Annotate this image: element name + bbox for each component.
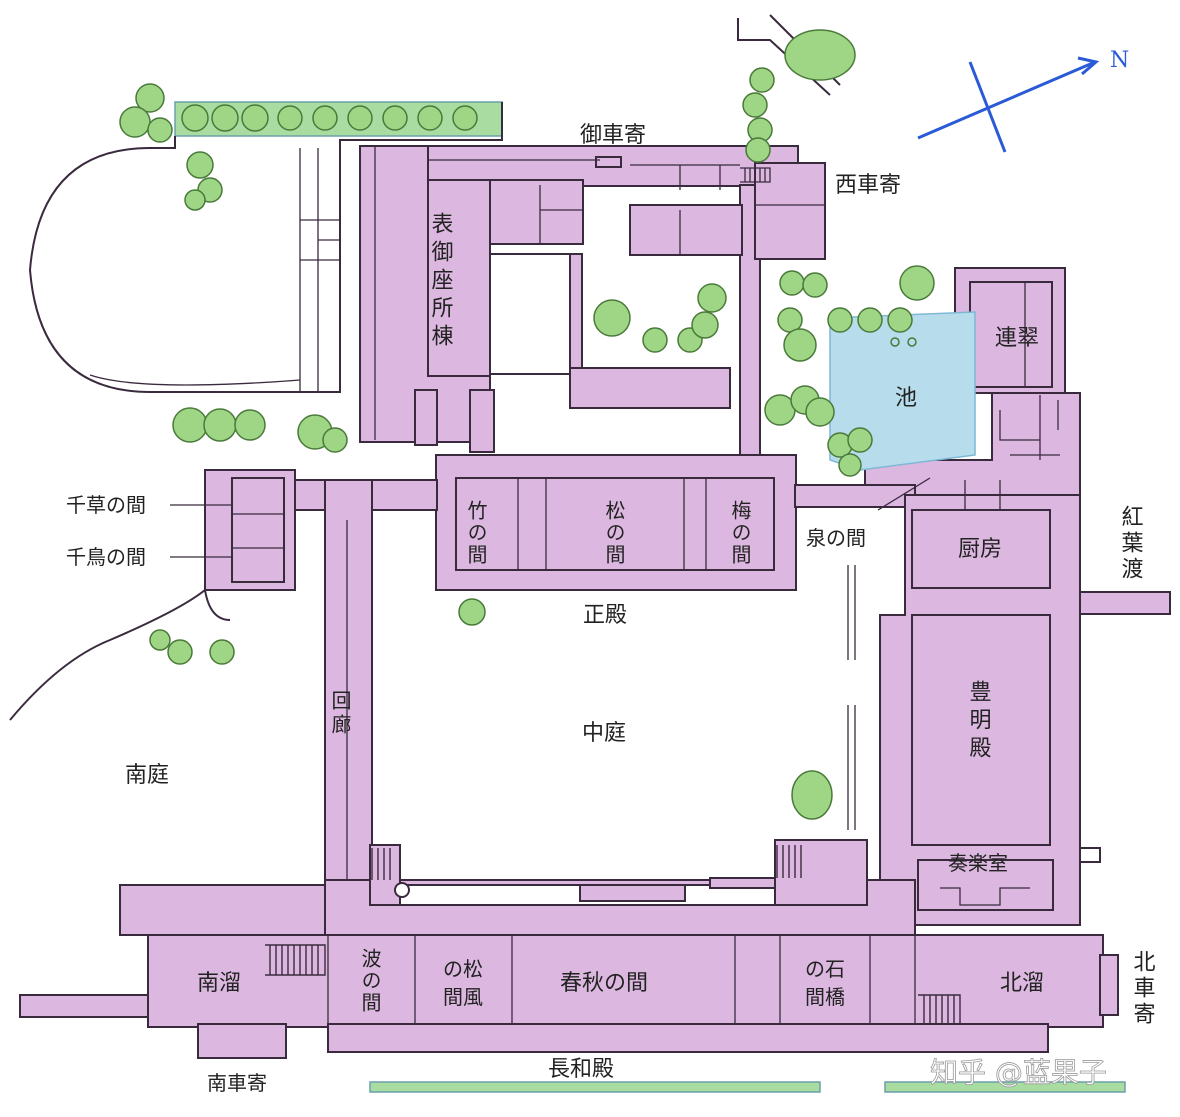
label-ike: 池 (895, 386, 917, 411)
label-matsukaze-1: の松 (443, 957, 483, 981)
leader-lines (170, 477, 931, 558)
label-omote-gozasho: 表御座所棟 (428, 212, 454, 352)
label-nami: 波の間 (358, 948, 382, 1014)
label-sogaku: 奏楽室 (948, 851, 1008, 875)
label-take: 竹の間 (464, 500, 488, 566)
courtyard-frame (324, 839, 916, 936)
label-matsukaze-2: 間風 (443, 985, 483, 1009)
label-kita-kurumayose: 北車寄 (1130, 950, 1156, 1028)
compass-north-label: N (1110, 48, 1129, 73)
label-shunju: 春秋の間 (560, 971, 648, 996)
compass: N (917, 48, 1129, 153)
seiden (291, 454, 916, 591)
omote-gozasho-wing (359, 145, 826, 456)
label-minami-kurumayose: 南車寄 (207, 1071, 267, 1095)
east-wing (847, 480, 1171, 926)
south-hedge-left (369, 1081, 821, 1093)
label-seiden: 正殿 (583, 603, 627, 628)
label-chowa: 長和殿 (548, 1057, 614, 1082)
label-ume: 梅の間 (728, 500, 752, 566)
south-hedge-right (884, 1081, 1126, 1093)
watermark: 知乎 @蓝果子 (930, 1056, 1107, 1089)
north-arrow-icon (917, 60, 1096, 140)
label-homei: 豊明殿 (966, 680, 992, 764)
chowaden (19, 884, 1119, 1059)
label-ishibashi-2: 間橋 (805, 985, 845, 1009)
label-nantei: 南庭 (125, 763, 169, 788)
label-chubo: 厨房 (958, 537, 1002, 562)
label-kairo: 回廊 (328, 690, 352, 738)
label-nakaniwa: 中庭 (582, 721, 626, 746)
label-nanryu: 南溜 (197, 971, 241, 996)
label-rensui: 連翠 (995, 326, 1039, 351)
chigusa-chidori (204, 469, 296, 591)
label-chidori: 千鳥の間 (66, 545, 146, 569)
label-ishibashi-1: の石 (805, 957, 845, 981)
label-chigusa: 千草の間 (66, 493, 146, 517)
label-hokuryu: 北溜 (1000, 971, 1044, 996)
label-mikurumayose: 御車寄 (580, 123, 646, 148)
trees (119, 29, 935, 820)
label-koyo: 紅葉渡 (1118, 505, 1144, 583)
label-nishi-kurumayose: 西車寄 (835, 173, 901, 198)
label-matsu: 松の間 (602, 500, 626, 566)
label-izumi: 泉の間 (806, 526, 866, 550)
labels: 御車寄 西車寄 表御座所棟 連翠 池 千草の間 千鳥の間 竹の間 松の間 梅の間… (66, 123, 1156, 1095)
garden-path (9, 588, 231, 721)
